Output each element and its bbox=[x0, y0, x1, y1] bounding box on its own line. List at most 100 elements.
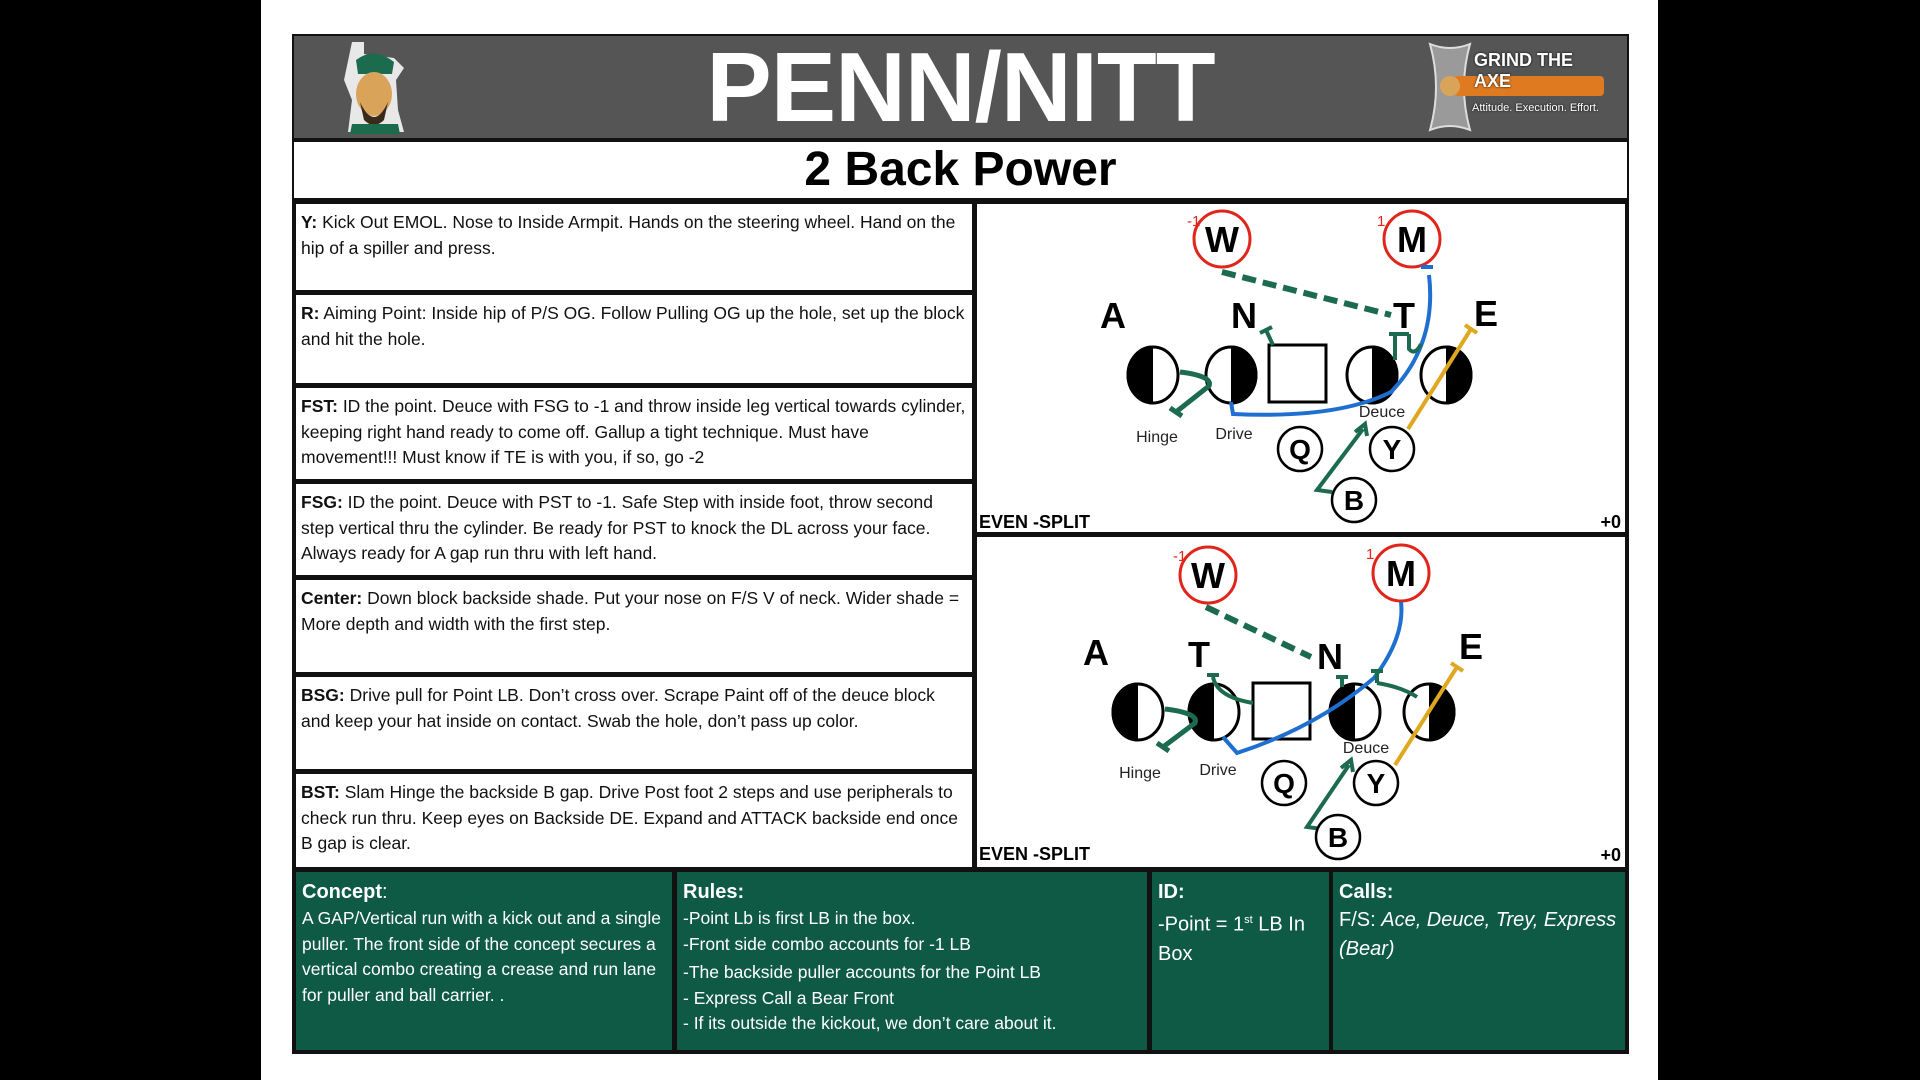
concept-heading: Concept bbox=[302, 881, 382, 903]
header-bar: PENN/NITT GRIND THE AXE Attitude. Execut… bbox=[294, 36, 1627, 138]
id-text: -Point = 1st LB In Box bbox=[1158, 913, 1305, 965]
deuce-block-route bbox=[1389, 332, 1423, 360]
assignment-label: FST: bbox=[301, 396, 338, 416]
back-b: B bbox=[1330, 476, 1378, 524]
back-q: Q bbox=[1276, 425, 1324, 473]
play-family-title: PENN/NITT bbox=[706, 32, 1215, 142]
hinge-label: Hinge bbox=[1136, 429, 1178, 446]
svg-text:B: B bbox=[1328, 822, 1348, 853]
combo-climb-route bbox=[1221, 269, 1392, 318]
assignment-label: BSG: bbox=[301, 685, 345, 705]
defender-a: A bbox=[1100, 295, 1126, 336]
assignment-text: Kick Out EMOL. Nose to Inside Armpit. Ha… bbox=[301, 212, 956, 258]
rule-item: - If its outside the kickout, we don’t c… bbox=[683, 1013, 1057, 1033]
back-y: Y bbox=[1352, 759, 1400, 807]
lb-depth-number: -1 bbox=[1173, 548, 1186, 565]
defender-t: T bbox=[1188, 634, 1210, 675]
hinge-route bbox=[1168, 369, 1212, 419]
back-y: Y bbox=[1368, 425, 1416, 473]
logo-tagline: Attitude. Execution. Effort. bbox=[1472, 102, 1599, 114]
svg-text:B: B bbox=[1344, 485, 1364, 516]
assignment-label: Center: bbox=[301, 588, 363, 608]
grind-the-axe-logo: GRIND THE AXE Attitude. Execution. Effor… bbox=[1424, 40, 1614, 134]
back-q: Q bbox=[1260, 759, 1308, 807]
rule-item: -Point Lb is first LB in the box. bbox=[683, 908, 916, 928]
logo-text: GRIND THE AXE bbox=[1474, 50, 1573, 91]
assignment-y: Y: Kick Out EMOL. Nose to Inside Armpit.… bbox=[296, 204, 972, 290]
kick-out-route bbox=[1393, 661, 1465, 767]
assignment-label: FSG: bbox=[301, 492, 343, 512]
svg-text:Q: Q bbox=[1273, 768, 1295, 799]
pull-route bbox=[1229, 265, 1433, 417]
front-label: EVEN -SPLIT bbox=[979, 844, 1090, 864]
assignment-bsg: BSG: Drive pull for Point LB. Don’t cros… bbox=[296, 677, 972, 769]
pull-route bbox=[1221, 601, 1404, 756]
deuce-block-route bbox=[1336, 669, 1419, 699]
defender-n: N bbox=[1317, 636, 1343, 677]
svg-text:Y: Y bbox=[1367, 768, 1386, 799]
rule-item: -Front side combo accounts for -1 LB bbox=[683, 933, 971, 954]
adjust-label: +0 bbox=[1600, 512, 1621, 532]
calls-heading: Calls: bbox=[1339, 881, 1394, 903]
hinge-route bbox=[1155, 706, 1198, 754]
tackle-block-route bbox=[1207, 673, 1254, 705]
assignment-bst: BST: Slam Hinge the backside B gap. Driv… bbox=[296, 774, 972, 867]
center-block-route bbox=[1259, 325, 1275, 346]
calls-panel: Calls: F/S: Ace, Deuce, Trey, Express (B… bbox=[1333, 872, 1625, 1050]
linebacker-w: W bbox=[1178, 545, 1238, 605]
front-label: EVEN -SPLIT bbox=[979, 512, 1090, 532]
svg-text:W: W bbox=[1191, 555, 1225, 596]
id-panel: ID: -Point = 1st LB In Box bbox=[1152, 872, 1329, 1050]
svg-text:M: M bbox=[1386, 553, 1416, 594]
svg-text:Y: Y bbox=[1383, 434, 1402, 465]
svg-text:M: M bbox=[1397, 219, 1427, 260]
assignment-text: ID the point. Deuce with FSG to -1 and t… bbox=[301, 396, 966, 467]
svg-text:W: W bbox=[1205, 219, 1239, 260]
linebacker-w: W bbox=[1192, 209, 1252, 269]
kick-out-route bbox=[1406, 323, 1479, 431]
hinge-label: Hinge bbox=[1119, 765, 1161, 782]
concept-text: A GAP/Vertical run with a kick out and a… bbox=[302, 908, 661, 1005]
linebacker-m: M bbox=[1371, 543, 1431, 603]
assignment-text: Slam Hinge the backside B gap. Drive Pos… bbox=[301, 782, 958, 853]
svg-text:Q: Q bbox=[1289, 434, 1311, 465]
rule-item: -The backside puller accounts for the Po… bbox=[683, 962, 1041, 982]
defender-e: E bbox=[1474, 293, 1498, 334]
lb-depth-number: 1 bbox=[1377, 213, 1385, 230]
back-b: B bbox=[1314, 813, 1362, 861]
assignment-text: Aiming Point: Inside hip of P/S OG. Foll… bbox=[301, 303, 965, 349]
defender-t: T bbox=[1393, 295, 1415, 336]
deuce-label: Deuce bbox=[1359, 404, 1405, 421]
assignment-fst: FST: ID the point. Deuce with FSG to -1 … bbox=[296, 388, 972, 479]
assignment-fsg: FSG: ID the point. Deuce with PST to -1.… bbox=[296, 484, 972, 575]
play-diagram-1: W -1 M 1 A N T E Hinge Drive Deuce Q Y B… bbox=[977, 204, 1625, 532]
lb-depth-number: -1 bbox=[1187, 213, 1200, 230]
assignment-r: R: Aiming Point: Inside hip of P/S OG. F… bbox=[296, 295, 972, 383]
assignment-label: R: bbox=[301, 303, 320, 323]
play-diagram-2: W -1 M 1 A T N E Hinge Drive Deuce Q Y B… bbox=[977, 537, 1625, 867]
defender-n: N bbox=[1231, 295, 1257, 336]
mascot-logo-icon bbox=[344, 42, 404, 134]
rules-heading: Rules: bbox=[683, 881, 745, 903]
rules-panel: Rules: -Point Lb is first LB in the box.… bbox=[677, 872, 1147, 1050]
concept-colon: : bbox=[382, 881, 388, 903]
assignment-label: Y: bbox=[301, 212, 318, 232]
concept-panel: Concept: A GAP/Vertical run with a kick … bbox=[296, 872, 672, 1050]
linebacker-m: M bbox=[1382, 209, 1442, 269]
play-name: 2 Back Power bbox=[294, 142, 1627, 198]
rule-item: - Express Call a Bear Front bbox=[683, 987, 895, 1008]
back-route-arrow bbox=[1313, 420, 1369, 494]
drive-label: Drive bbox=[1215, 426, 1252, 443]
assignment-text: ID the point. Deuce with PST to -1. Safe… bbox=[301, 492, 933, 563]
lb-depth-number: 1 bbox=[1366, 546, 1374, 563]
offensive-line bbox=[1126, 343, 1473, 405]
assignment-center: Center: Down block backside shade. Put y… bbox=[296, 580, 972, 672]
id-heading: ID: bbox=[1158, 881, 1185, 903]
assignment-text: Drive pull for Point LB. Don’t cross ove… bbox=[301, 685, 935, 731]
adjust-label: +0 bbox=[1600, 845, 1621, 865]
calls-text: F/S: Ace, Deuce, Trey, Express (Bear) bbox=[1339, 909, 1617, 960]
defender-e: E bbox=[1459, 626, 1483, 667]
axe-icon bbox=[1428, 42, 1604, 132]
defender-a: A bbox=[1083, 632, 1109, 673]
combo-climb-route bbox=[1204, 604, 1313, 660]
